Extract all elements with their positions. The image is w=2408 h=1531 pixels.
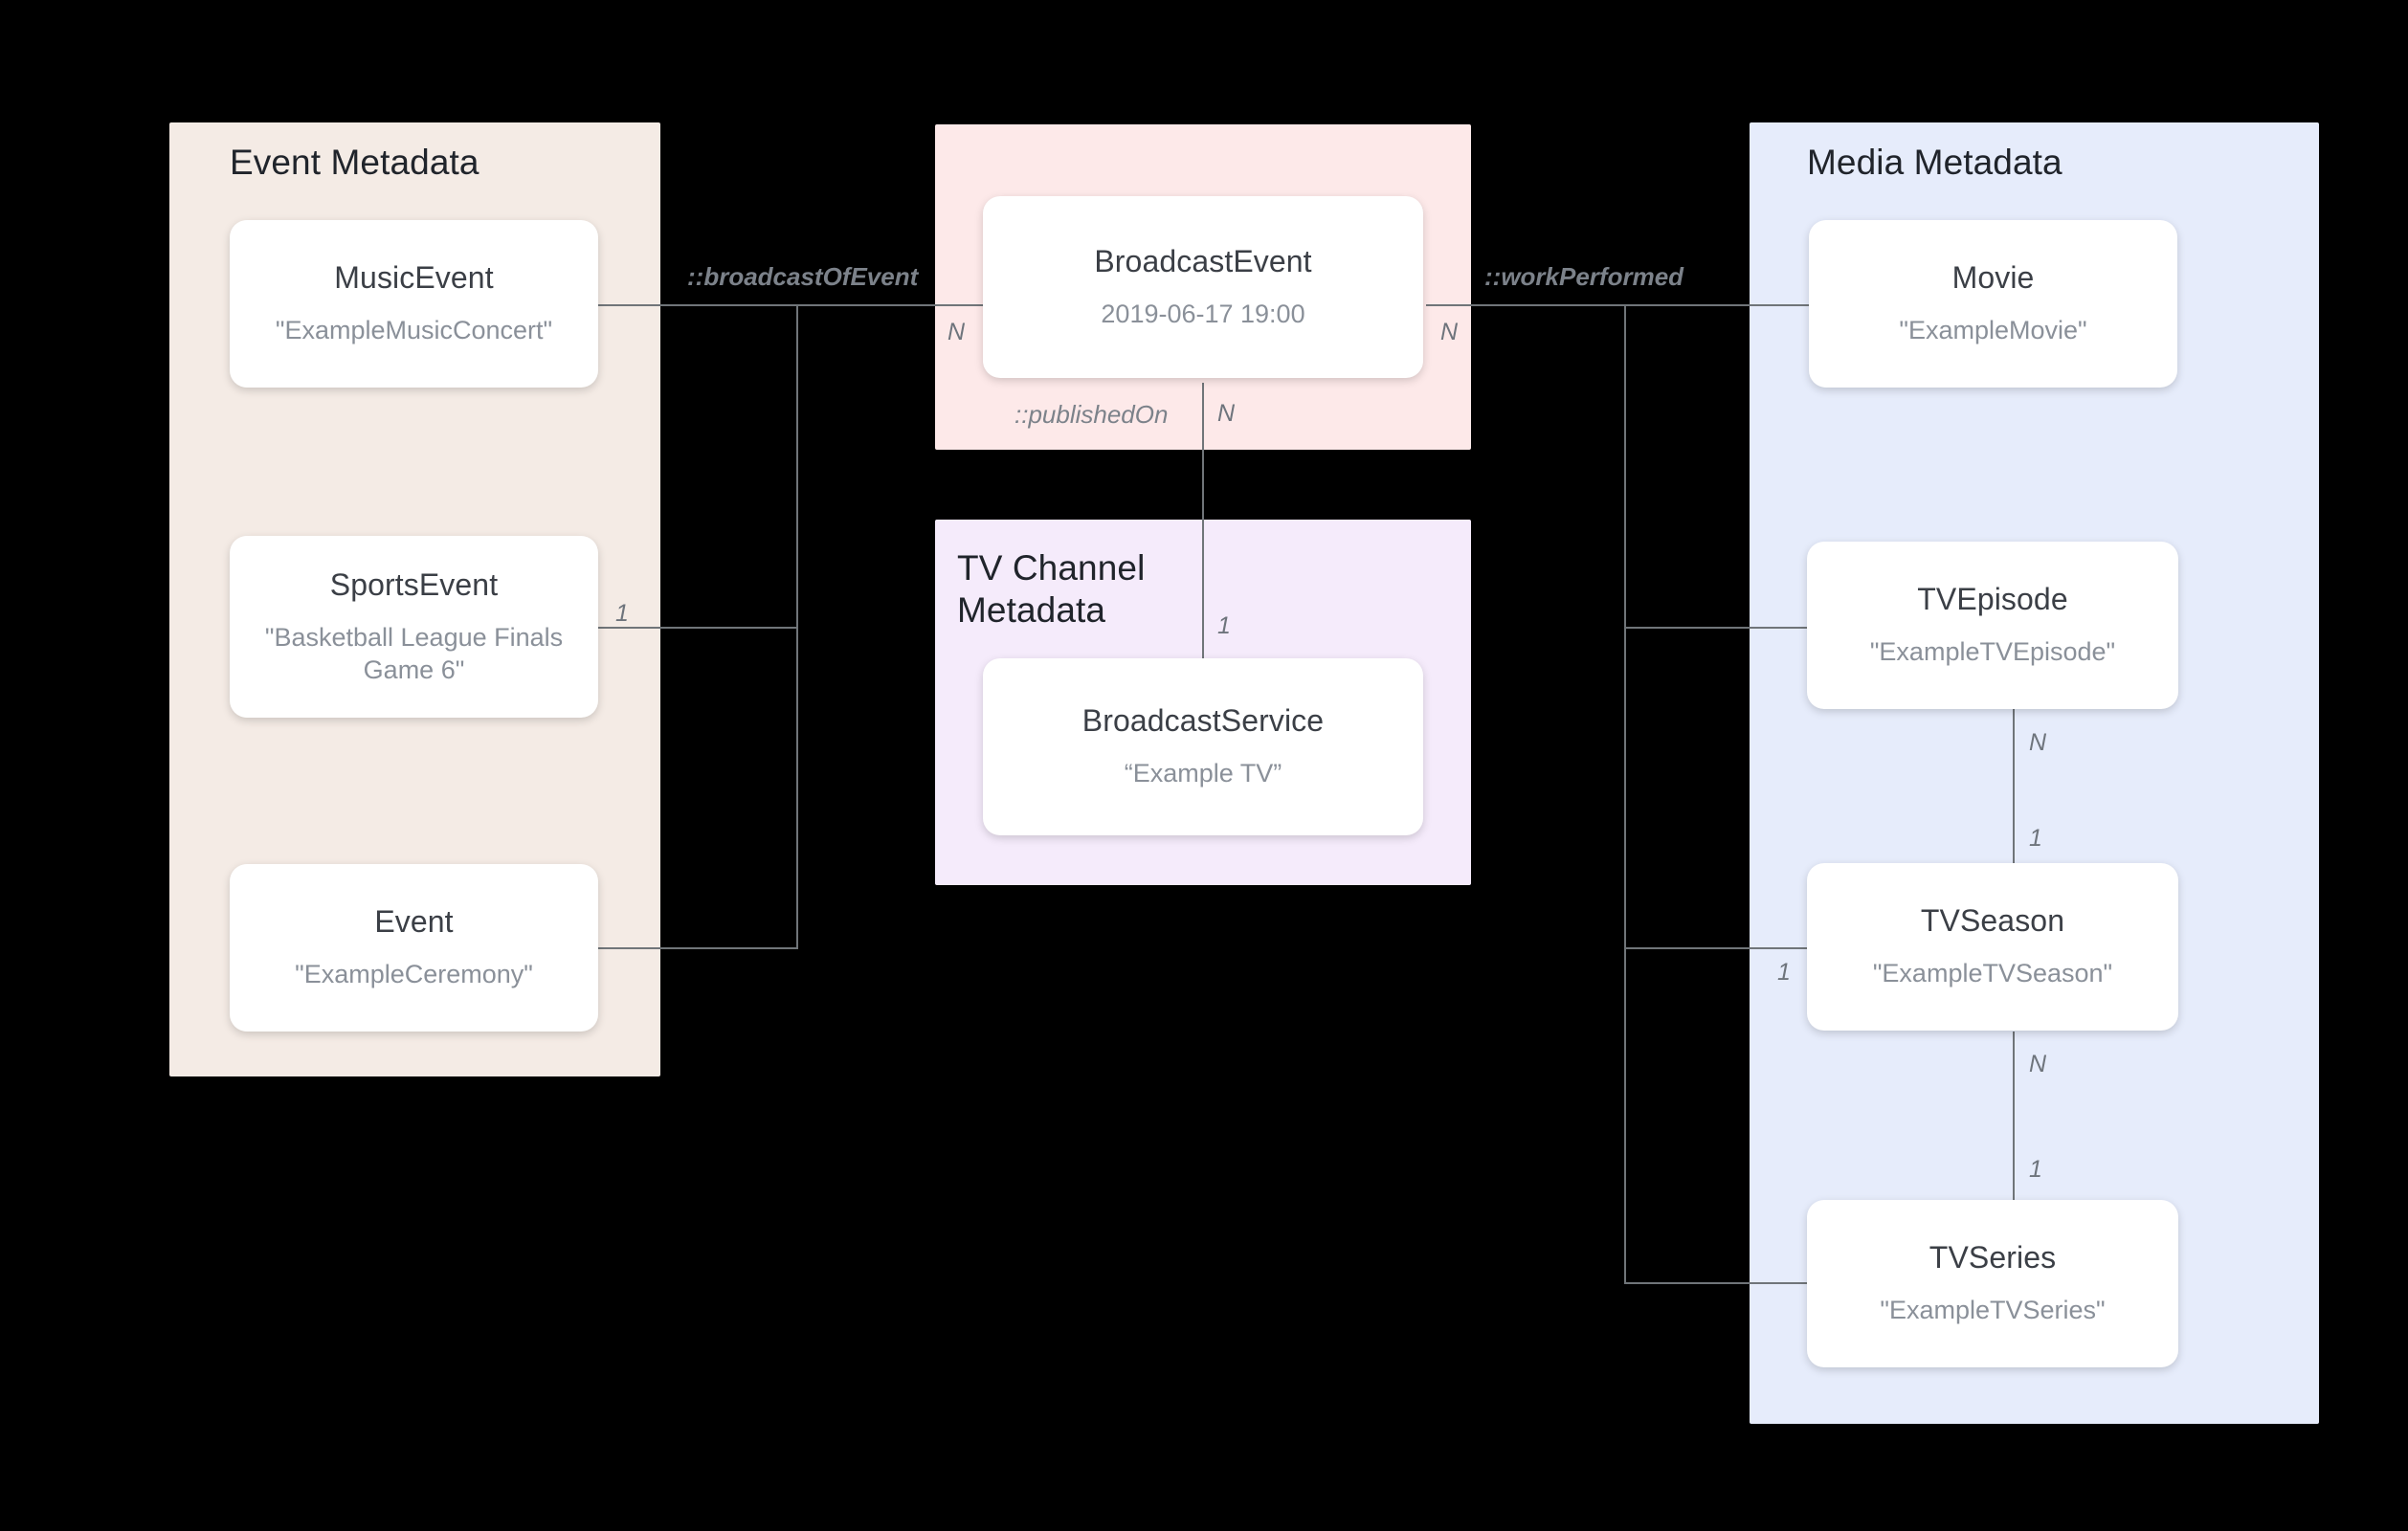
relation-label-broadcast-of-event: ::broadcastOfEvent (687, 262, 919, 291)
node-type-label: TVEpisode (1917, 582, 2068, 617)
edge-tv-series-stub (1624, 1282, 1816, 1284)
multiplicity-work-performed-n: N (1440, 319, 1459, 345)
node-type-label: SportsEvent (329, 566, 499, 602)
multiplicity-season-series-1: 1 (2029, 1156, 2042, 1183)
node-value-label: "ExampleTVSeries" (1880, 1296, 2106, 1325)
node-value-label: “Example TV” (1124, 759, 1282, 788)
node-value-label: "Basketball League Finals Game 6" (264, 622, 564, 684)
edge-broadcast-to-media-bus (1426, 304, 1626, 306)
multiplicity-season-series-n: N (2029, 1051, 2047, 1077)
node-value-label: "ExampleMovie" (1899, 316, 2087, 345)
relation-label-published-on: ::publishedOn (1014, 400, 1169, 429)
multiplicity-episode-season-n: N (2029, 729, 2047, 756)
edge-tv-season-stub (1624, 947, 1816, 949)
node-card-tv-series[interactable]: TVSeries "ExampleTVSeries" (1807, 1200, 2178, 1367)
node-type-label: TVSeason (1920, 903, 2065, 939)
node-type-label: MusicEvent (334, 260, 494, 296)
node-type-label: BroadcastService (1081, 703, 1325, 739)
multiplicity-work-performed-1: 1 (1777, 959, 1791, 986)
multiplicity-broadcast-of-event-n: N (948, 319, 966, 345)
node-value-label: "ExampleMusicConcert" (275, 316, 553, 345)
multiplicity-published-on-n: N (1217, 400, 1236, 427)
node-type-label: TVSeries (1929, 1240, 2057, 1276)
node-value-label: "ExampleTVSeason" (1872, 959, 2113, 988)
group-title-media-metadata: Media Metadata (1807, 143, 2062, 182)
node-value-label: "ExampleTVEpisode" (1869, 637, 2116, 667)
edge-episode-to-season (2013, 708, 2015, 871)
edge-event-bus-vertical (796, 304, 798, 949)
node-card-broadcast-event[interactable]: BroadcastEvent 2019-06-17 19:00 (983, 196, 1423, 378)
node-type-label: Event (374, 904, 454, 940)
edge-sports-event-stub (598, 627, 798, 629)
edge-generic-event-stub (598, 947, 798, 949)
multiplicity-episode-season-1: 1 (2029, 825, 2042, 852)
relation-label-work-performed: ::workPerformed (1484, 262, 1684, 291)
edge-tv-episode-stub (1624, 627, 1816, 629)
node-card-event[interactable]: Event "ExampleCeremony" (230, 864, 598, 1032)
node-card-sports-event[interactable]: SportsEvent "Basketball League Finals Ga… (230, 536, 598, 718)
node-value-label: "ExampleCeremony" (295, 960, 533, 989)
edge-movie-stub (1624, 304, 1816, 306)
edge-music-event-stub (598, 304, 798, 306)
group-title-event-metadata: Event Metadata (230, 143, 479, 182)
edge-media-bus-vertical (1624, 304, 1626, 1282)
node-value-label: 2019-06-17 19:00 (1101, 299, 1305, 328)
group-title-tv-channel-metadata: TV Channel Metadata (957, 548, 1146, 630)
node-card-tv-season[interactable]: TVSeason "ExampleTVSeason" (1807, 863, 2178, 1031)
node-card-movie[interactable]: Movie "ExampleMovie" (1809, 220, 2177, 388)
edge-event-bus-to-broadcast (796, 304, 988, 306)
multiplicity-broadcast-of-event-1: 1 (615, 600, 629, 627)
multiplicity-published-on-1: 1 (1217, 612, 1231, 639)
node-type-label: Movie (1951, 260, 2035, 296)
node-card-broadcast-service[interactable]: BroadcastService “Example TV” (983, 658, 1423, 835)
node-type-label: BroadcastEvent (1094, 243, 1312, 278)
node-card-music-event[interactable]: MusicEvent "ExampleMusicConcert" (230, 220, 598, 388)
node-card-tv-episode[interactable]: TVEpisode "ExampleTVEpisode" (1807, 542, 2178, 709)
edge-published-on (1202, 383, 1204, 660)
edge-season-to-series (2013, 1032, 2015, 1204)
